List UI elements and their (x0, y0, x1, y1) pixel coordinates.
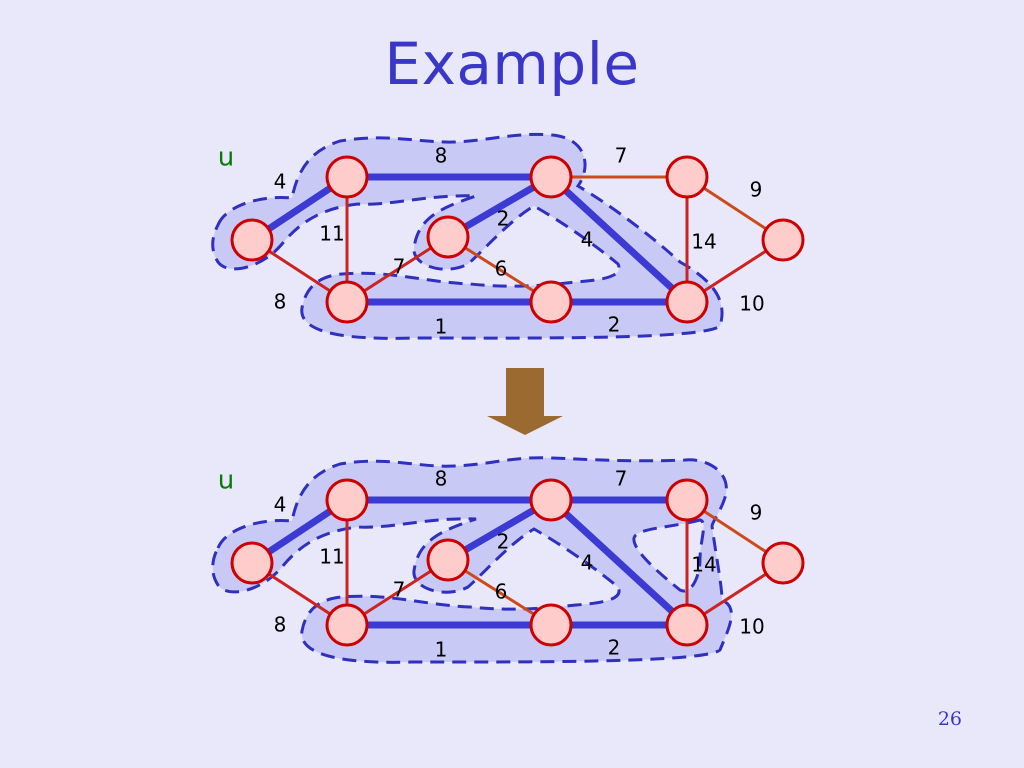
weight-label: 7 (615, 467, 628, 491)
weight-label: 2 (497, 530, 510, 554)
graph-after: 4 8 8 11 7 2 4 9 14 10 7 1 6 2 u (211, 456, 805, 664)
weight-label: 8 (274, 290, 287, 314)
node-g (426, 215, 470, 259)
weight-label: 4 (581, 228, 594, 252)
node-a (230, 541, 274, 585)
page-number: 26 (937, 708, 962, 730)
weight-label: 8 (435, 467, 448, 491)
weight-label: 4 (274, 493, 287, 517)
node-a (230, 218, 274, 262)
node-b (325, 155, 369, 199)
weight-label: 1 (435, 315, 448, 339)
node-h (529, 280, 573, 324)
weight-label: 2 (497, 207, 510, 231)
weight-label: 9 (750, 178, 763, 202)
edge-c-i (547, 496, 691, 629)
weight-label: 6 (495, 580, 508, 604)
weight-label: 4 (274, 170, 287, 194)
weight-label: 10 (739, 292, 764, 316)
node-e (761, 218, 805, 262)
node-c (529, 478, 573, 522)
weight-label: 9 (750, 501, 763, 525)
node-b (325, 478, 369, 522)
weight-label: 8 (435, 144, 448, 168)
slide-title: Example (384, 30, 640, 98)
weight-label: 7 (615, 144, 628, 168)
edge-c-i (547, 173, 691, 306)
node-c (529, 155, 573, 199)
weight-label: 1 (435, 638, 448, 662)
weight-label: 10 (739, 615, 764, 639)
weight-label: 14 (691, 553, 716, 577)
weight-label: 7 (393, 578, 406, 602)
down-arrow-icon (487, 368, 563, 435)
node-e (761, 541, 805, 585)
node-d (665, 155, 709, 199)
node-h (529, 603, 573, 647)
weight-label: 7 (393, 255, 406, 279)
node-g (426, 538, 470, 582)
down-arrow-shape (487, 368, 563, 435)
node-i (665, 280, 709, 324)
node-d (665, 478, 709, 522)
start-node-label: u (218, 466, 234, 496)
node-f (325, 603, 369, 647)
start-node-label: u (218, 143, 234, 173)
weight-label: 8 (274, 613, 287, 637)
weight-label: 6 (495, 257, 508, 281)
weight-label: 11 (319, 545, 344, 569)
weight-label: 4 (581, 551, 594, 575)
weight-label: 2 (608, 313, 621, 337)
node-f (325, 280, 369, 324)
weight-label: 14 (691, 230, 716, 254)
weight-label: 11 (319, 222, 344, 246)
node-i (665, 603, 709, 647)
weight-label: 2 (608, 636, 621, 660)
graph-before: 4 8 8 11 7 2 4 9 14 10 7 1 6 2 u (211, 132, 805, 340)
